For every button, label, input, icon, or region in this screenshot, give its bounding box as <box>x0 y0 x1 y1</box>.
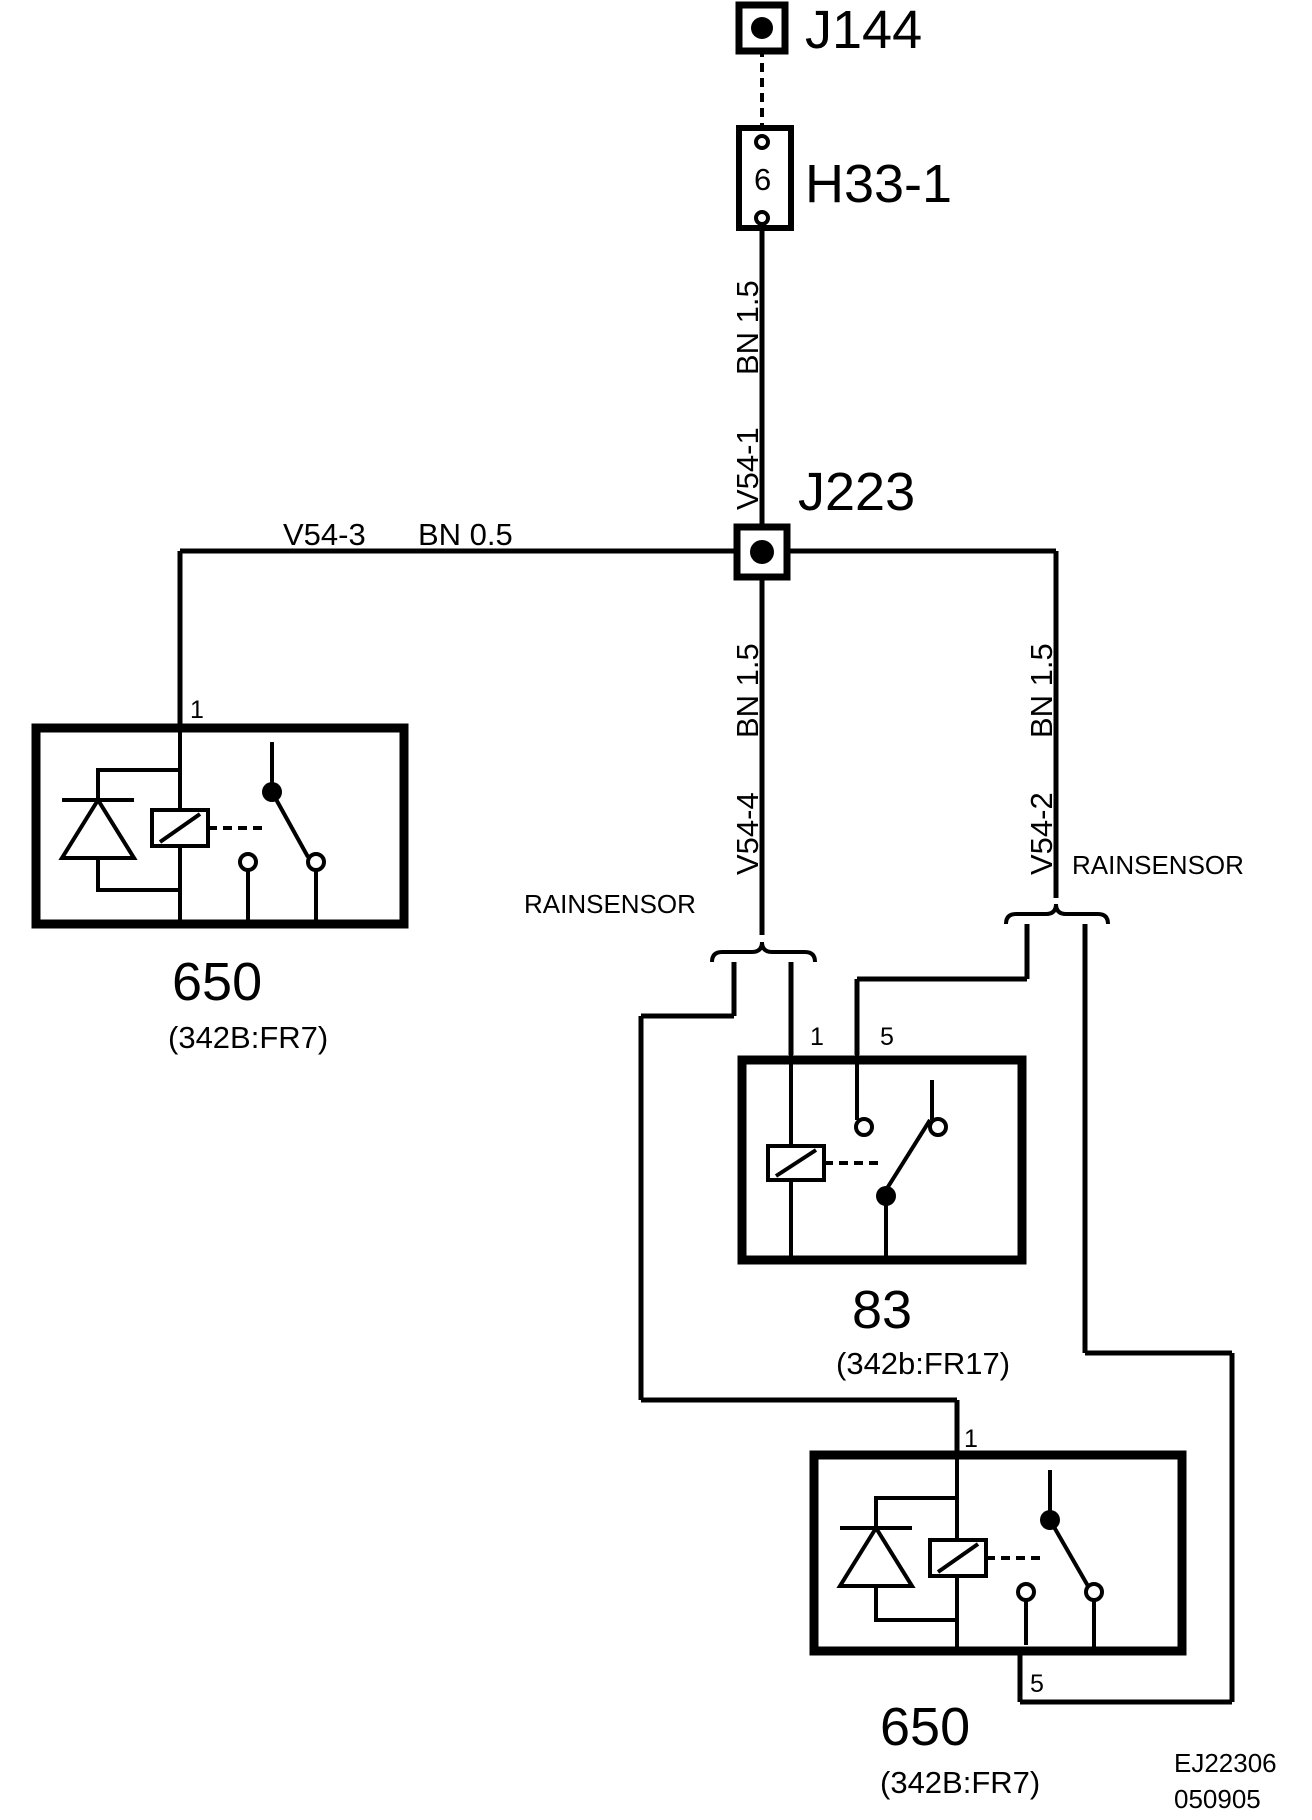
drawing-id-line1: EJ22306 <box>1174 1748 1277 1778</box>
relay-bottom-ref: (342B:FR7) <box>880 1765 1040 1800</box>
rainsensor-left-label: RAINSENSOR <box>524 889 696 919</box>
relay-mid-ref: (342b:FR17) <box>836 1346 1010 1381</box>
connector-j144-label: J144 <box>805 0 922 60</box>
connector-h33-label: H33-1 <box>805 154 952 214</box>
wire-right-color: BN 1.5 <box>1024 643 1059 738</box>
relay-left-number: 650 <box>172 952 262 1012</box>
rainsensor-right-label: RAINSENSOR <box>1072 850 1244 880</box>
wire-right-id: V54-2 <box>1024 792 1059 875</box>
relay-650-left: 1 650 (342B:FR7) <box>31 696 409 1055</box>
rainsensor-left: RAINSENSOR <box>524 889 817 963</box>
relay-mid-pin1: 1 <box>810 1023 824 1051</box>
wires <box>177 48 1235 1705</box>
relay-bottom-pin5: 5 <box>1030 1670 1044 1698</box>
splice-j223-label: J223 <box>798 462 915 522</box>
connector-h33-pin: 6 <box>754 162 771 197</box>
wire-top-color: BN 1.5 <box>730 280 765 375</box>
wire-top-id: V54-1 <box>730 427 765 510</box>
wire-left-color: BN 0.5 <box>418 517 513 552</box>
wire-mid-color: BN 1.5 <box>730 643 765 738</box>
relay-83: 1 5 83 (342b:FR17) <box>737 1023 1027 1381</box>
relay-650-bottom: 1 5 650 (342B:FR7) <box>809 1425 1187 1800</box>
drawing-id: EJ22306 050905 <box>1174 1748 1277 1814</box>
wire-labels: BN 1.5 V54-1 V54-3 BN 0.5 BN 1.5 V54-4 B… <box>283 280 1059 875</box>
relay-mid-number: 83 <box>852 1280 912 1340</box>
rainsensor-right: RAINSENSOR <box>1004 850 1244 925</box>
drawing-id-line2: 050905 <box>1174 1784 1261 1814</box>
relay-left-pin1: 1 <box>190 696 204 724</box>
wire-left-id: V54-3 <box>283 517 366 552</box>
connector-j144: J144 <box>735 0 922 60</box>
wire-mid-id: V54-4 <box>730 792 765 875</box>
relay-bottom-pin1: 1 <box>964 1425 978 1453</box>
splice-j223: J223 <box>733 462 915 581</box>
relay-bottom-number: 650 <box>880 1697 970 1757</box>
relay-mid-pin5: 5 <box>880 1023 894 1051</box>
connector-h33: 6 H33-1 <box>736 125 952 231</box>
relay-left-ref: (342B:FR7) <box>168 1020 328 1055</box>
